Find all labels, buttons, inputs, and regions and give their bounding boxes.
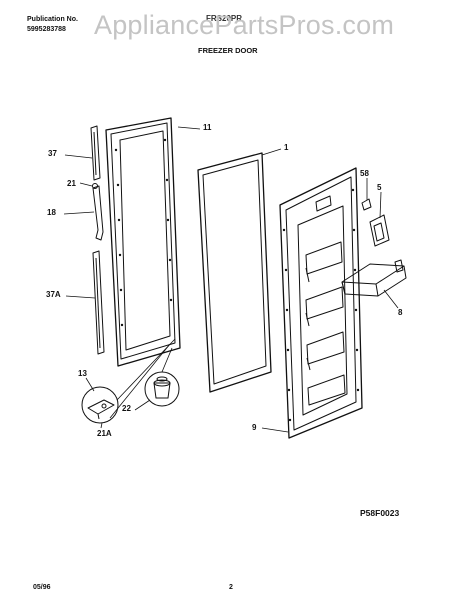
part-5-shelf-cap <box>369 214 390 247</box>
callout-37a: 37A <box>46 290 61 299</box>
callout-21a: 21A <box>97 429 112 438</box>
footer-date: 05/96 <box>33 584 51 591</box>
part-58-screw <box>361 198 372 211</box>
callout-22: 22 <box>122 404 131 413</box>
part-9-inner-door-liner <box>279 167 363 439</box>
callout-13: 13 <box>78 369 87 378</box>
part-18-door-stop <box>92 183 104 241</box>
callout-5: 5 <box>377 183 382 192</box>
part-22-detail-circle <box>144 371 180 407</box>
callout-58: 58 <box>360 169 369 178</box>
part-11-door-gasket <box>105 117 181 367</box>
callout-8: 8 <box>398 308 403 317</box>
callout-11: 11 <box>203 123 212 132</box>
callout-21: 21 <box>67 179 76 188</box>
callout-1: 1 <box>284 143 289 152</box>
publication-number: 5995283788 <box>27 26 66 33</box>
model-number: FRS20PR <box>206 14 243 23</box>
footer-page-number: 2 <box>229 584 233 591</box>
section-title: FREEZER DOOR <box>198 46 258 55</box>
part-8-door-shelf <box>341 259 407 297</box>
leader-lines <box>63 126 399 433</box>
diagram-code: P58F0023 <box>360 508 400 518</box>
part-13-detail-circle <box>81 386 119 424</box>
part-37a-trim-strip <box>92 250 105 355</box>
callout-9: 9 <box>252 423 257 432</box>
callout-18: 18 <box>47 208 56 217</box>
liner-screw-holes <box>282 188 360 422</box>
part-37-trim-strip <box>90 125 101 181</box>
gasket-screw-holes <box>114 138 173 327</box>
callout-37: 37 <box>48 149 57 158</box>
watermark: AppliancePartsPros.com <box>94 10 395 40</box>
part-1-door-panel <box>197 152 272 393</box>
publication-label: Publication No. <box>27 16 78 23</box>
